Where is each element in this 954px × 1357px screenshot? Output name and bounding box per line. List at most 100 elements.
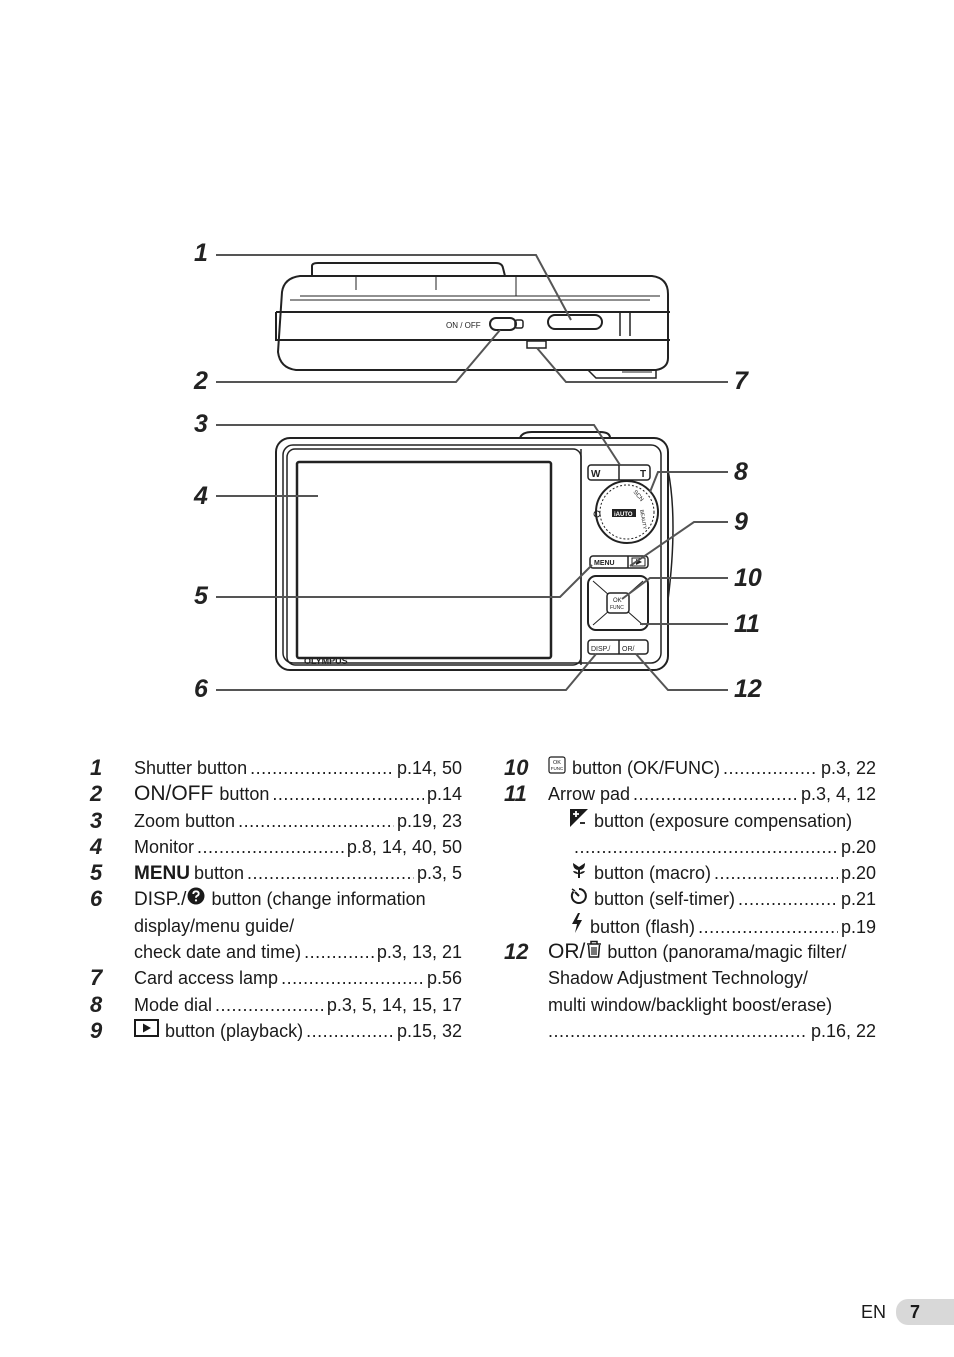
legend-number: 1	[90, 755, 103, 780]
legend-text: check date and time)	[134, 942, 302, 963]
legend-number: 7	[90, 965, 103, 991]
legend-page: p.15, 32	[396, 1020, 462, 1041]
legend-text: display/menu guide/	[134, 915, 295, 936]
legend-text: button (macro)	[594, 863, 712, 884]
menu-play-buttons	[589, 555, 649, 569]
callout-2: 2	[194, 367, 208, 395]
dial-scn-label: SCN	[631, 489, 644, 503]
legend-page: p.3, 5	[416, 863, 462, 884]
legend-text: button (self-timer)	[594, 889, 736, 910]
ok-label: OK	[613, 598, 622, 604]
top-ridge	[519, 431, 611, 439]
legend-text: Arrow pad	[548, 784, 631, 805]
legend-text: Monitor	[134, 836, 195, 857]
brand-label: OLYMPUS	[304, 656, 348, 666]
callout-10: 10	[734, 564, 762, 592]
or-symbol: OR/	[548, 940, 586, 964]
legend-text: Zoom button	[134, 810, 236, 831]
legend-text: Shutter button	[134, 758, 248, 778]
disp-label: DISP./	[591, 646, 610, 653]
callout-5: 5	[194, 582, 208, 610]
legend-number: 4	[90, 833, 103, 859]
page-number: 7	[896, 1299, 954, 1325]
legend-subitem-cont: ........................................…	[504, 834, 876, 860]
legend-item-cont: check date and time) ...................…	[90, 939, 462, 965]
legend-number: 8	[90, 991, 103, 1017]
legend-left: 1 Shutter button .......................…	[90, 755, 462, 1044]
dial-auto-label: iAUTO	[614, 512, 633, 518]
page-footer: EN 7	[861, 1299, 954, 1325]
card-lamp	[526, 340, 547, 349]
legend-number: 6	[90, 886, 103, 912]
callout-4: 4	[194, 482, 208, 510]
callout-6: 6	[194, 675, 208, 703]
self-timer-icon	[570, 888, 587, 905]
top-lens-bulge	[311, 262, 507, 277]
legend-page: p.21	[840, 889, 876, 910]
camera-illustration: ON / OFF W T iAUTO BEAUTY SCN MENU OK FU…	[216, 254, 728, 691]
legend-text: button (playback)	[165, 1020, 304, 1041]
legend-text: multi window/backlight boost/erase)	[548, 994, 833, 1015]
callout-1: 1	[194, 239, 208, 267]
legend-page: p.16, 22	[810, 1020, 876, 1041]
callout-7: 7	[734, 367, 748, 395]
legend-item-cont: display/menu guide/	[90, 913, 462, 939]
legend-item: 5 MENU button ..........................…	[90, 860, 462, 886]
legend-item-cont: ........................................…	[504, 1018, 876, 1044]
exposure-compensation-icon	[570, 808, 588, 827]
power-button	[489, 317, 517, 331]
legend-number: 2	[90, 781, 103, 807]
legend-item: 6 DISP./ button (change information	[90, 886, 462, 912]
language-label: EN	[860, 1301, 886, 1322]
legend-item-cont: multi window/backlight boost/erase)	[504, 992, 876, 1018]
strap-lug	[586, 369, 657, 379]
camera-back-body	[275, 437, 669, 671]
legend-item-cont: Shadow Adjustment Technology/	[504, 965, 876, 991]
legend-item: 3 Zoom button ..........................…	[90, 807, 462, 833]
flash-icon	[572, 912, 582, 933]
help-icon	[187, 887, 205, 905]
legend-page: p.19	[840, 916, 876, 937]
menu-symbol: MENU	[134, 863, 190, 885]
ok-func-icon: OK FUNC	[548, 756, 566, 774]
arrow-pad	[587, 575, 649, 631]
legend-text: button (flash)	[590, 916, 696, 937]
legend-text: button (panorama/magic filter/	[607, 942, 847, 963]
svg-text:OK: OK	[553, 760, 561, 766]
callout-11: 11	[734, 610, 760, 638]
or-label: OR/	[622, 646, 635, 653]
disp-symbol: DISP./	[134, 889, 187, 911]
legend-page: p.14	[426, 784, 462, 805]
legend-subitem: button (self-timer) ....................…	[504, 886, 876, 912]
legend-item: 4 Monitor ..............................…	[90, 833, 462, 859]
onoff-label: ON / OFF	[446, 321, 481, 330]
legend-page: p.19, 23	[396, 810, 462, 831]
legend-page: p.3, 5, 14, 15, 17	[326, 994, 462, 1015]
legend-item: 2 ON/OFF button ........................…	[90, 781, 462, 807]
mode-dial	[595, 480, 659, 544]
legend-number: 12	[504, 939, 529, 965]
shutter-button	[547, 314, 603, 330]
legend-page: p.3, 22	[820, 758, 876, 778]
legend-page: p.20	[840, 836, 876, 857]
legend-item: 9 button (playback) ....................…	[90, 1017, 462, 1043]
trash-icon	[587, 940, 602, 958]
legend-text: Mode dial	[134, 994, 213, 1015]
callout-8: 8	[734, 458, 748, 486]
legend-page: p.56	[426, 968, 462, 989]
dial-beauty-label: BEAUTY	[638, 509, 647, 530]
monitor-screen	[295, 460, 553, 660]
disp-or-buttons	[587, 639, 649, 655]
legend-page: p.3, 13, 21	[376, 942, 462, 963]
legend-text: button	[193, 863, 244, 884]
legend-number: 11	[504, 781, 527, 807]
playback-icon	[134, 1018, 159, 1037]
func-label: FUNC	[610, 605, 624, 611]
legend-text: button (OK/FUNC)	[572, 758, 721, 778]
legend-number: 5	[90, 860, 103, 886]
legend-item: 12 OR/ button (panorama/magic filter/	[504, 939, 876, 965]
legend-number: 10	[504, 755, 529, 780]
camera-top-body	[276, 275, 669, 371]
legend-text: Card access lamp	[134, 968, 279, 989]
menu-label: MENU	[594, 560, 615, 567]
